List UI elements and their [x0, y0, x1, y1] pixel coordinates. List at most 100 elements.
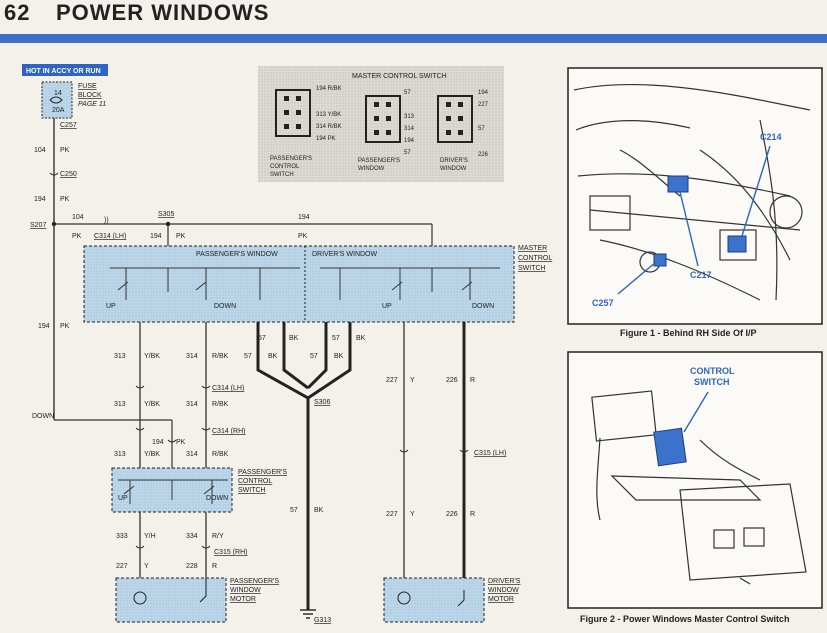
drv-motor-breaker [457, 590, 465, 607]
ground-symbol [300, 609, 316, 619]
inset-cap-1b: CONTROL [270, 164, 300, 170]
figure-2-frame [567, 351, 823, 609]
pass-switch-up: UP [118, 495, 128, 502]
drv-motor-symbol [397, 591, 411, 605]
inset-pin-13: 226 [478, 152, 489, 158]
page-title: POWER WINDOWS [56, 0, 270, 25]
c314-symbol: )) [104, 217, 109, 224]
header-rule [0, 34, 827, 43]
wire-194-d: 194 [38, 323, 50, 330]
wire-bk-a: BK [289, 335, 299, 342]
inset-cap-3b: WINDOW [440, 166, 467, 172]
wire-57-c: 57 [244, 353, 252, 360]
wire-bk-b: BK [356, 335, 366, 342]
wire-y-b: Y [410, 377, 415, 384]
wire-ry: R/Y [212, 533, 224, 540]
fig2-switch-body [653, 427, 687, 467]
wire-314-b: 314 [186, 401, 198, 408]
pass-switch-label-1: PASSENGER'S [238, 469, 287, 476]
inset-pin-8: 194 [404, 138, 415, 144]
master-out-wires [139, 322, 405, 590]
wire-y-c: Y [410, 511, 415, 518]
wire-yb-a: Y/BK [144, 353, 160, 360]
wire-194-a: 194 [34, 196, 46, 203]
inset-pin-5: 57 [404, 90, 411, 96]
fig2-label-2: SWITCH [694, 377, 730, 387]
wire-313-a: 313 [114, 353, 126, 360]
wire-yb-c: Y/BK [144, 451, 160, 458]
wire-rb-b: R/BK [212, 401, 229, 408]
c217-connector [667, 175, 689, 193]
wire-pk-d: PK [176, 233, 186, 240]
wire-bk-e: BK [314, 507, 324, 514]
wire-rb-c: R/BK [212, 451, 229, 458]
inset-pin-1: 194 R/BK [316, 86, 342, 92]
inset-pin-4: 194 PK [316, 136, 336, 142]
fig2-label-1: CONTROL [690, 366, 735, 376]
pass-switch-label-2: CONTROL [238, 478, 272, 485]
master-title-3: SWITCH [518, 265, 546, 272]
wire-bk-c: BK [268, 353, 278, 360]
wire-r-a: R [212, 563, 217, 570]
figure-1-callouts [617, 145, 771, 295]
inset-pin-12: 57 [478, 126, 485, 132]
inset-conn-2 [365, 95, 401, 143]
driver-motor-box [383, 577, 485, 623]
pass-switch-down: DOWN [206, 495, 228, 502]
wire-104-b: 104 [72, 214, 84, 221]
inset-pin-11: 227 [478, 102, 489, 108]
master-down-right: DOWN [472, 303, 494, 310]
figure-1-caption: Figure 1 - Behind RH Side Of I/P [620, 328, 757, 338]
c315-rh-label: C315 (RH) [214, 549, 247, 556]
wire-pk-f: PK [60, 323, 70, 330]
inset-title: MASTER CONTROL SWITCH [352, 73, 447, 80]
wire-y-a: Y [144, 563, 149, 570]
fig1-c257: C257 [592, 298, 614, 308]
wire-pk-c: PK [72, 233, 82, 240]
wire-r-c: R [470, 511, 475, 518]
master-title-1: MASTER [518, 245, 547, 252]
c214-connector [727, 235, 747, 253]
power-banner [22, 64, 108, 76]
g313-label: G313 [314, 617, 331, 624]
drv-motor-label-3: MOTOR [488, 596, 514, 603]
inset-pin-2: 313 Y/BK [316, 112, 341, 118]
c314-lh-mid: C314 (LH) [212, 385, 244, 392]
master-up-left: UP [106, 303, 116, 310]
page-header: 62 POWER WINDOWS [0, 0, 827, 34]
master-title-2: CONTROL [518, 255, 552, 262]
pass-switch-contacts [118, 479, 228, 504]
inset-cap-1c: SWITCH [270, 172, 294, 178]
pass-motor-breaker [199, 578, 207, 603]
wire-pk-a: PK [60, 147, 70, 154]
inset-cap-2b: WINDOW [358, 166, 385, 172]
inset-pins [284, 96, 463, 135]
wire-313-b: 313 [114, 401, 126, 408]
pass-motor-label-2: WINDOW [230, 587, 261, 594]
wire-57-a: 57 [258, 335, 266, 342]
c250-symbol [49, 172, 59, 176]
wire-pk-b: PK [60, 196, 70, 203]
fuse-page: PAGE 11 [78, 101, 106, 108]
pass-motor-symbol [133, 591, 147, 605]
wire-226-b: 226 [446, 511, 458, 518]
c257-connector [653, 253, 667, 267]
wire-226-a: 226 [446, 377, 458, 384]
wire-yh: Y/H [144, 533, 156, 540]
master-drivers-window: DRIVER'S WINDOW [312, 251, 378, 258]
wire-194-c: 194 [150, 233, 162, 240]
drv-motor-label-1: DRIVER'S [488, 578, 521, 585]
wire-314-a: 314 [186, 353, 198, 360]
inset-pin-9: 57 [404, 150, 411, 156]
master-passengers-window: PASSENGER'S WINDOW [196, 251, 278, 258]
wire-57-e: 57 [290, 507, 298, 514]
fig1-c214: C214 [760, 132, 782, 142]
wire-104-a: 104 [34, 147, 46, 154]
c314-rh-label: C314 (RH) [212, 428, 245, 435]
c250-label: C250 [60, 171, 77, 178]
wire-227-c: 227 [386, 511, 398, 518]
wire-194-b: 194 [298, 214, 310, 221]
fuse-amp: 20A [52, 107, 65, 114]
wire-334: 334 [186, 533, 198, 540]
